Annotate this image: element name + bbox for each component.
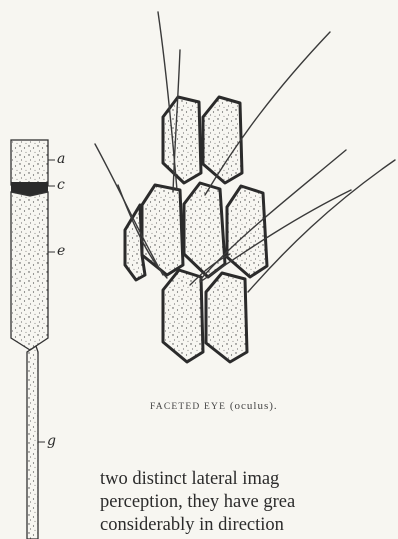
facet bbox=[163, 97, 201, 183]
caption-rest: (oculus). bbox=[226, 400, 278, 412]
figure-caption: Faceted eye (oculus). bbox=[150, 400, 278, 412]
text-line-3: considerably in direction bbox=[100, 514, 398, 537]
label-a: a bbox=[57, 151, 65, 167]
section-a bbox=[11, 140, 48, 185]
facet bbox=[227, 186, 267, 277]
section-g-rod bbox=[27, 346, 38, 539]
facet bbox=[142, 185, 183, 275]
section-e-cone bbox=[11, 192, 48, 350]
facet bbox=[203, 97, 242, 183]
facet bbox=[206, 273, 247, 362]
facet bbox=[184, 183, 225, 277]
label-c: c bbox=[57, 177, 65, 193]
label-e: e bbox=[57, 243, 65, 259]
caption-caps: Faceted eye bbox=[150, 402, 226, 412]
faceted-eye bbox=[125, 97, 267, 362]
text-line-2: perception, they have grea bbox=[100, 491, 398, 514]
text-line-1: two distinct lateral imag bbox=[100, 468, 398, 491]
body-paragraph: two distinct lateral imag perception, th… bbox=[100, 468, 398, 537]
ommatidium-drawing bbox=[11, 140, 48, 539]
label-g: g bbox=[47, 433, 56, 449]
facet bbox=[163, 270, 203, 362]
